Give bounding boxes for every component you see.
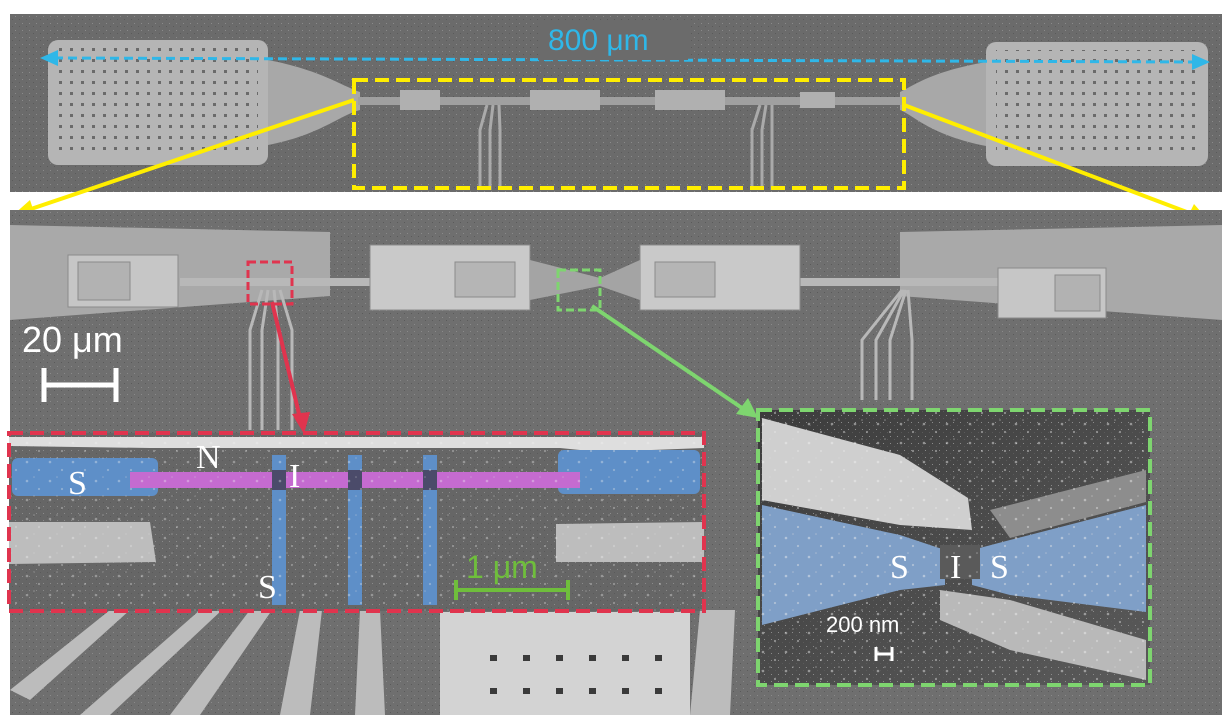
label-i-green: I [950,549,961,586]
green-zoom-box [556,268,602,312]
label-i: I [289,458,300,495]
scalebar-200nm [874,647,894,661]
top-panel: 800 μm [10,14,1222,192]
scalebar-1um-label: 1 μm [466,549,538,585]
scalebar-1um [454,580,570,600]
green-inset: S I S 200 nm [756,408,1152,687]
scalebar-20um-label: 20 μm [22,319,123,360]
green-inset-border [756,408,1152,687]
top-zoom-box [352,78,906,190]
length-dimension-arrow [40,50,1210,70]
inset-connector-arrows [270,301,758,434]
red-zoom-box [246,260,294,306]
red-inset: S N I S 1 μm [7,431,706,613]
label-s-right-green: S [990,549,1009,586]
label-s-left-green: S [890,549,909,586]
label-n: N [196,439,221,476]
length-label: 800 μm [548,24,649,57]
label-s-bottom: S [258,569,277,606]
label-s-left: S [68,465,87,502]
scalebar-20um [41,368,119,402]
scalebar-200nm-label: 200 nm [826,612,899,637]
bottom-bond-pad [440,612,690,715]
red-inset-border [7,431,706,613]
